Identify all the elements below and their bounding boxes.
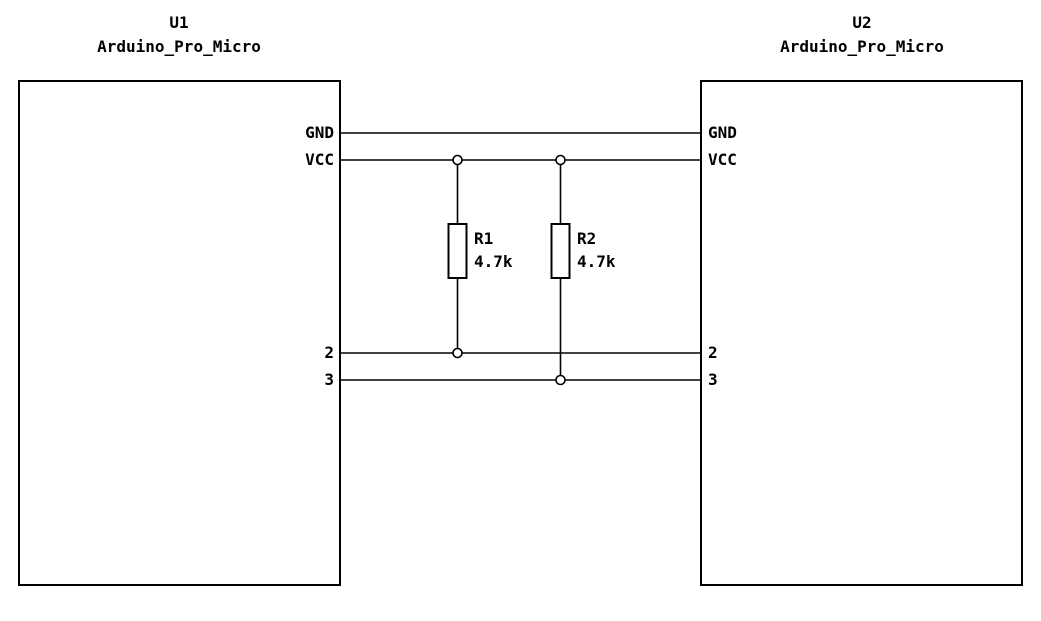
r1-body[interactable]: [447, 223, 468, 279]
u1-pin-gnd-label: GND: [305, 123, 334, 142]
u2-body[interactable]: [700, 80, 1023, 586]
junction-r2-pin3[interactable]: [555, 374, 566, 386]
junction-r1-vcc[interactable]: [452, 154, 463, 166]
u2-pin-gnd-label: GND: [708, 123, 737, 142]
component-r1: R1 4.7k: [447, 160, 513, 353]
junction-r1-pin2[interactable]: [452, 347, 463, 359]
u2-reference: U2: [852, 13, 871, 32]
u1-pin-3-label: 3: [324, 370, 334, 389]
r1-reference: R1: [474, 229, 493, 248]
r1-value: 4.7k: [474, 252, 513, 271]
r2-body[interactable]: [550, 223, 571, 279]
u2-pin-2-label: 2: [708, 343, 718, 362]
u1-body[interactable]: [18, 80, 341, 586]
component-r2: R2 4.7k: [550, 160, 616, 380]
r2-reference: R2: [577, 229, 596, 248]
u2-pin-vcc-label: VCC: [708, 150, 737, 169]
u1-pin-2-label: 2: [324, 343, 334, 362]
u2-pin-3-label: 3: [708, 370, 718, 389]
wires: [340, 132, 701, 381]
u1-value: Arduino_Pro_Micro: [97, 37, 261, 56]
u2-value: Arduino_Pro_Micro: [780, 37, 944, 56]
r2-value: 4.7k: [577, 252, 616, 271]
u1-reference: U1: [169, 13, 188, 32]
component-u1: U1 Arduino_Pro_Micro GND VCC 2 3: [18, 13, 341, 586]
u1-pin-vcc-label: VCC: [305, 150, 334, 169]
junctions: [452, 154, 566, 386]
component-u2: U2 Arduino_Pro_Micro GND VCC 2 3: [700, 13, 1023, 586]
junction-r2-vcc[interactable]: [555, 154, 566, 166]
